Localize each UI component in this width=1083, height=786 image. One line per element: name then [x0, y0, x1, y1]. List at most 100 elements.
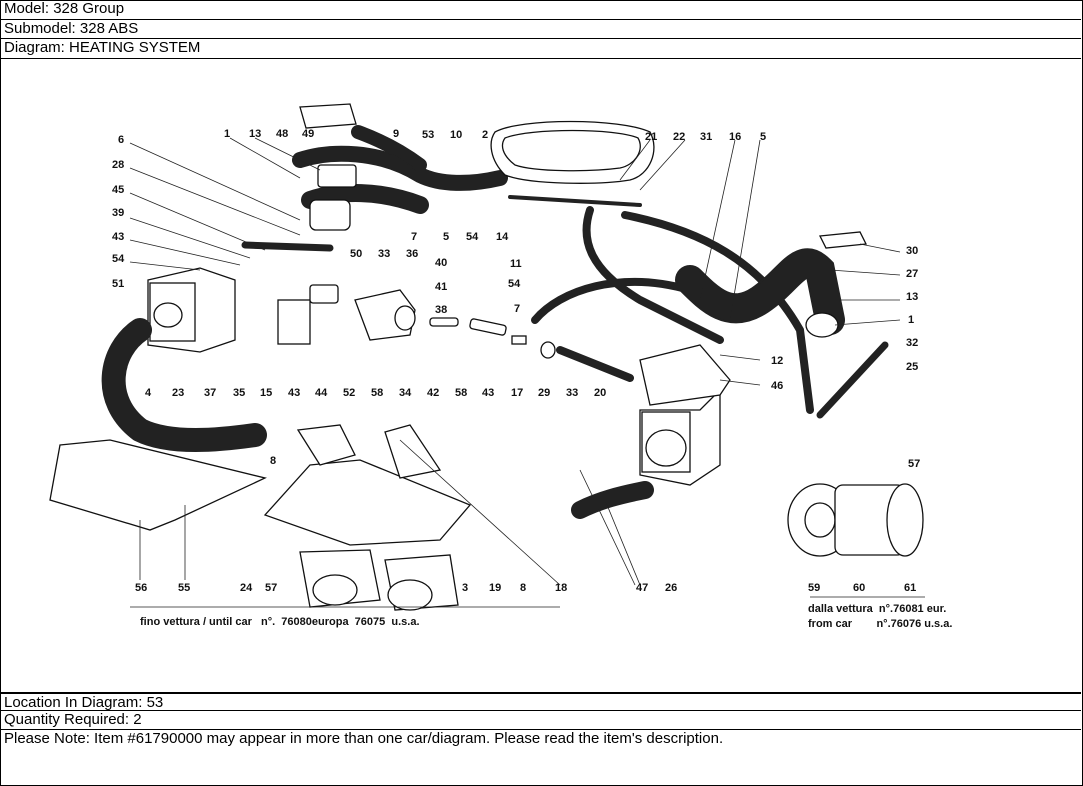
callout-38: 38	[435, 304, 447, 316]
callout-49: 49	[302, 128, 314, 140]
callout-61: 61	[904, 582, 916, 594]
callout-16: 16	[729, 131, 741, 143]
submodel-label: Submodel: 328 ABS	[4, 20, 139, 37]
callout-23: 23	[172, 387, 184, 399]
model-row: Model: 328 Group	[0, 0, 1081, 20]
callout-35: 35	[233, 387, 245, 399]
callout-36: 36	[406, 248, 418, 260]
callout-13-top: 13	[249, 128, 261, 140]
oval-air-intake	[490, 120, 655, 207]
callout-9: 9	[393, 128, 399, 140]
callout-56: 56	[135, 582, 147, 594]
callout-57-bottom: 57	[265, 582, 277, 594]
callout-54-mid: 54	[466, 231, 479, 243]
fan-motor	[787, 483, 924, 557]
callout-30: 30	[906, 245, 918, 257]
quantity-label: Quantity Required: 2	[4, 711, 142, 728]
submodel-row: Submodel: 328 ABS	[0, 20, 1081, 39]
callout-1-right: 1	[908, 314, 914, 326]
callout-37: 37	[204, 387, 216, 399]
callout-21: 21	[645, 131, 657, 143]
callout-55: 55	[178, 582, 190, 594]
callout-20: 20	[594, 387, 606, 399]
callout-3: 3	[462, 582, 468, 594]
callout-27: 27	[906, 268, 918, 280]
callout-18: 18	[555, 582, 567, 594]
callout-29: 29	[538, 387, 550, 399]
callout-51: 51	[112, 278, 124, 290]
model-label: Model: 328 Group	[4, 0, 125, 17]
note-text: Please Note: Item #61790000 may appear i…	[4, 730, 724, 747]
caption-from-car-2: from car n°.76076 u.s.a.	[808, 618, 952, 630]
callout-33-row: 33	[566, 387, 578, 399]
callout-25: 25	[906, 361, 918, 373]
callout-1-top: 1	[224, 128, 230, 140]
leader-lines	[129, 137, 925, 608]
heating-system-illustration: 1 13 48 49 9 53 10 2 21 22 31 16 5 6 28 …	[49, 103, 952, 630]
callout-11: 11	[510, 258, 522, 270]
callout-24: 24	[240, 582, 253, 594]
callout-10: 10	[450, 129, 462, 141]
callout-2: 2	[482, 129, 488, 141]
callout-28: 28	[112, 159, 124, 171]
callout-54-right: 54	[508, 278, 521, 290]
valve-fittings	[277, 284, 556, 359]
callout-22: 22	[673, 131, 685, 143]
callout-13-right: 13	[906, 291, 918, 303]
right-heater-box	[639, 344, 731, 486]
callout-5-top: 5	[760, 131, 766, 143]
callout-42: 42	[427, 387, 439, 399]
callout-44: 44	[315, 387, 328, 399]
callout-31: 31	[700, 131, 712, 143]
callout-53: 53	[422, 129, 434, 141]
callout-5-mid: 5	[443, 231, 449, 243]
callout-6: 6	[118, 134, 124, 146]
callout-57-right: 57	[908, 458, 920, 470]
callout-45: 45	[112, 184, 124, 196]
callout-4: 4	[145, 387, 152, 399]
callout-32: 32	[906, 337, 918, 349]
callout-labels: 1 13 48 49 9 53 10 2 21 22 31 16 5 6 28 …	[112, 128, 952, 630]
floor-plates	[49, 424, 654, 611]
caption-from-car-1: dalla vettura n°.76081 eur.	[808, 603, 946, 615]
diagram-title: Diagram: HEATING SYSTEM	[4, 39, 201, 56]
callout-26: 26	[665, 582, 677, 594]
callout-7-mid: 7	[411, 231, 417, 243]
row-divider	[541, 19, 1081, 20]
callout-14: 14	[496, 231, 509, 243]
diagram-title-row: Diagram: HEATING SYSTEM	[0, 39, 1081, 59]
callout-52: 52	[343, 387, 355, 399]
callout-19: 19	[489, 582, 501, 594]
parts-diagram: 1 13 48 49 9 53 10 2 21 22 31 16 5 6 28 …	[0, 59, 1081, 693]
callout-33-mid: 33	[378, 248, 390, 260]
upper-duct-assembly	[292, 103, 508, 231]
callout-43-b: 43	[482, 387, 494, 399]
callout-8-bottom: 8	[520, 582, 526, 594]
callout-34: 34	[399, 387, 412, 399]
callout-47: 47	[636, 582, 648, 594]
callout-43-a: 43	[288, 387, 300, 399]
callout-48: 48	[276, 128, 288, 140]
callout-8-left: 8	[270, 455, 276, 467]
location-label: Location In Diagram: 53	[4, 694, 164, 711]
callout-40: 40	[435, 257, 447, 269]
callout-17: 17	[511, 387, 523, 399]
callout-54-left: 54	[112, 253, 125, 265]
callout-15: 15	[260, 387, 272, 399]
callout-39: 39	[112, 207, 124, 219]
callout-43-left: 43	[112, 231, 124, 243]
callout-50: 50	[350, 248, 362, 260]
callout-41: 41	[435, 281, 447, 293]
right-flex-hose	[675, 231, 868, 338]
callout-46: 46	[771, 380, 783, 392]
heater-pipes	[531, 206, 889, 419]
callout-58-b: 58	[455, 387, 467, 399]
callout-58-a: 58	[371, 387, 383, 399]
caption-until-car: fino vettura / until car n°. 76080europa…	[140, 616, 420, 628]
callout-59: 59	[808, 582, 820, 594]
callout-12: 12	[771, 355, 783, 367]
callout-60: 60	[853, 582, 865, 594]
note-row: Please Note: Item #61790000 may appear i…	[0, 730, 1081, 784]
left-heater-box	[101, 241, 334, 452]
quantity-row: Quantity Required: 2	[0, 711, 1081, 730]
